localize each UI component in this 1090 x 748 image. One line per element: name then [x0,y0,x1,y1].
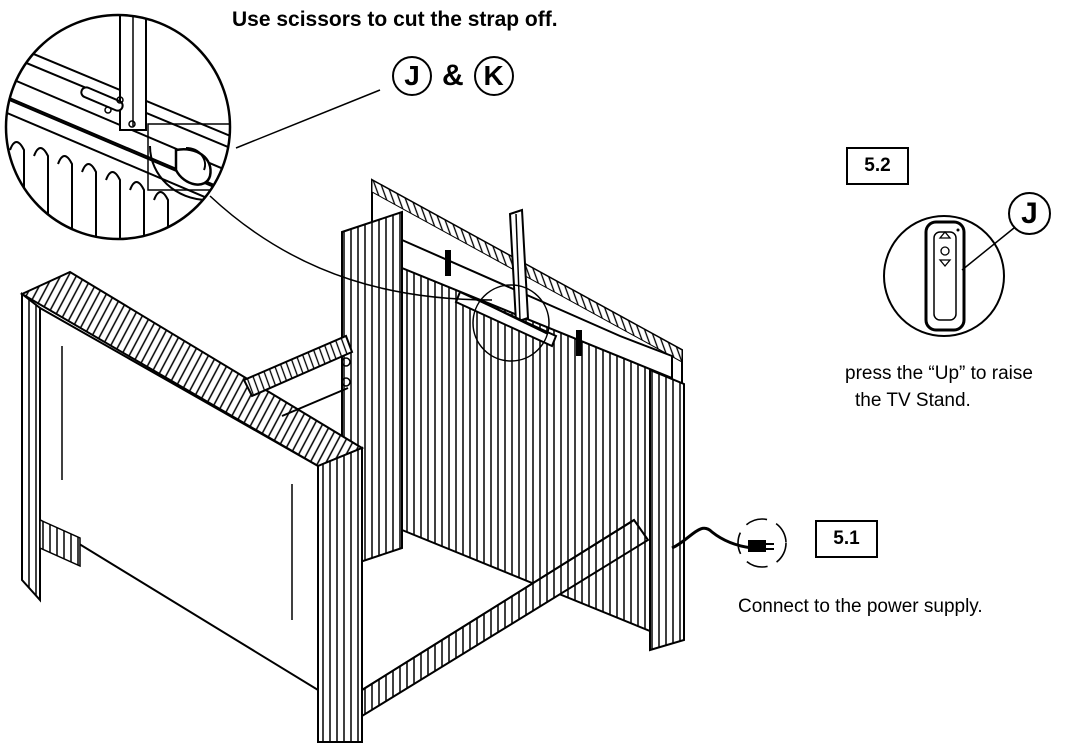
part-letter-k: K [473,56,514,96]
press-up-instruction: press the “Up” to raise the TV Stand. [845,360,1033,414]
connect-power-instruction: Connect to the power supply. [738,596,983,617]
remote-leader-line [961,227,1015,271]
stop-button-icon [940,246,950,256]
down-arrow-icon [938,259,952,268]
power-cord [671,518,787,568]
part-letter-j: J [392,56,432,96]
callout-leader-line [235,89,381,149]
ampersand: & [442,59,464,92]
remote-part-letter-j: J [1008,192,1051,235]
remote-control-detail [883,215,1015,337]
upper-rail [242,334,354,417]
remote-control [924,220,966,332]
step-label-5-1: 5.1 [815,520,878,558]
zoom-leader-line [209,195,493,301]
step-label-5-2: 5.2 [846,147,909,185]
up-arrow-icon [938,230,952,239]
zoom-detail [4,13,232,241]
press-up-line-1: press the “Up” to raise [845,363,1033,384]
instruction-cut-strap: Use scissors to cut the strap off. [232,8,558,31]
bottom-rail [361,518,650,718]
left-side-panel [19,270,365,743]
press-up-line-2: the TV Stand. [855,390,971,411]
back-cabinet [341,178,685,652]
parts-callout: J & K [392,54,514,98]
